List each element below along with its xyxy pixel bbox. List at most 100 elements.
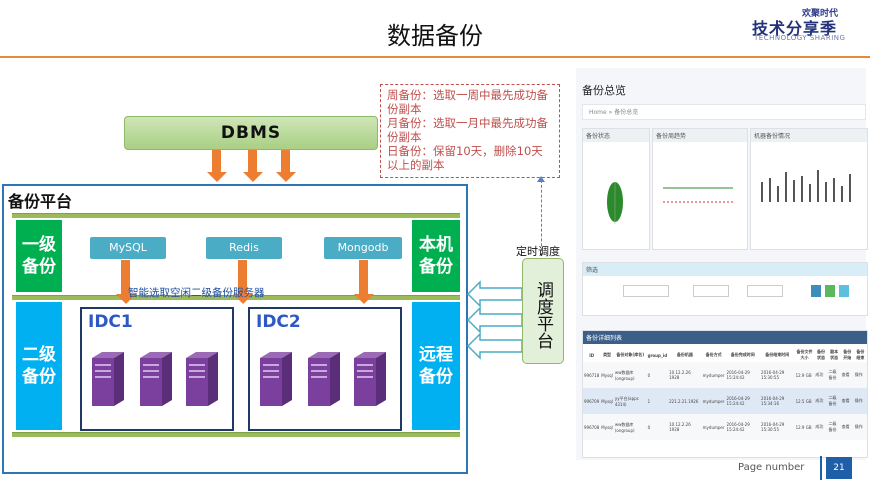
add-button[interactable] [825, 285, 835, 297]
service-redis: Redis [206, 237, 282, 259]
server-icon [186, 352, 218, 406]
server-icon [140, 352, 172, 406]
logo-small-text: 欢聚时代 [802, 9, 839, 19]
cell: 二级备份 [828, 421, 837, 432]
page-number: 21 [826, 457, 852, 479]
cell[interactable]: 查看 [841, 398, 850, 403]
cell: 2016-04-29 15:24:42 [726, 396, 750, 406]
slide-title: 数据备份 [387, 22, 483, 50]
export-button[interactable] [839, 285, 849, 297]
header-divider [0, 56, 870, 58]
cell: 0 [647, 372, 651, 378]
cell: mydumper [702, 372, 725, 378]
backup-table: ID 类型 备份对象(库名) group_id 备份机器 备份方式 备份完成时间… [583, 348, 867, 440]
logo-en-text: TECHNOLOGY SHARING [754, 34, 846, 42]
cell: yy平台(apps 4314) [614, 395, 639, 407]
smart-select-label: 智能选取空闲二级备份服务器 [128, 287, 265, 299]
cell: 成功 [815, 398, 824, 403]
col-target: 备份对象(库名) [616, 352, 645, 357]
note-monthly: 月备份：选取一月中最先成功备份副本 [387, 116, 548, 144]
retention-note: 周备份：选取一周中最先成功备份副本 月备份：选取一月中最先成功备份副本 日备份：… [380, 84, 560, 178]
cell: Mysql [601, 372, 613, 378]
cell: 2016-04-29 15:24:42 [726, 422, 750, 432]
tier1-right-box: 本机备份 [412, 220, 460, 292]
platform-title: 备份平台 [8, 192, 73, 211]
tier2-bottom-rail [12, 432, 460, 437]
idc1-title: IDC1 [88, 312, 133, 332]
cell[interactable]: 操作 [854, 424, 863, 429]
col-copy: 副本状态 [830, 349, 839, 360]
cell: mydumper [702, 424, 725, 430]
redis-arrow [233, 260, 253, 306]
breadcrumb: Home » 备份总览 [582, 104, 866, 120]
service-mongodb: Mongodb [324, 237, 402, 259]
status-pie [607, 182, 623, 224]
cell: mydumper [702, 398, 725, 404]
cell[interactable]: 查看 [841, 424, 850, 429]
cell: 12.9 GB [795, 424, 812, 430]
breadcrumb-home[interactable]: Home [589, 109, 607, 116]
cell: 1 [647, 398, 651, 404]
tier2-right-box: 远程备份 [412, 302, 460, 430]
panel-trend-title: 备份周趋势 [653, 129, 747, 142]
cell: 成功 [815, 372, 824, 377]
cell: 10.12.2.26 1928 [669, 422, 691, 432]
cell: Mysql [601, 424, 613, 430]
service-mysql: MySQL [90, 237, 166, 259]
filter-select-2[interactable] [693, 285, 729, 297]
cell: 2016-04-29 15:24:42 [726, 370, 750, 380]
backup-list-panel: 备份详细列表 ID 类型 备份对象(库名) group_id 备份机器 备份方式… [582, 330, 868, 458]
col-end-time: 备份结束时间 [765, 352, 790, 357]
dbms-arrow-3 [276, 150, 296, 182]
filter-select-1[interactable] [623, 285, 669, 297]
panel-machine-title: 机器备份情况 [751, 129, 867, 142]
server-icon [354, 352, 386, 406]
idc2-title: IDC2 [256, 312, 301, 332]
cell[interactable]: 查看 [841, 372, 850, 377]
mongodb-arrow [354, 260, 374, 306]
dbms-box: DBMS [124, 116, 378, 150]
mysql-arrow [116, 260, 136, 306]
search-panel: 筛选 [582, 262, 868, 316]
breadcrumb-current[interactable]: 备份总览 [614, 109, 639, 116]
server-icon [260, 352, 292, 406]
panel-weekly-trend: 备份周趋势 [652, 128, 748, 250]
dbms-arrow-2 [243, 150, 263, 182]
cell: ww数据库(ongroup) [614, 369, 635, 381]
schedule-label: 定时调度 [516, 245, 560, 258]
col-machine: 备份机器 [676, 352, 693, 357]
search-button[interactable] [811, 285, 821, 297]
tier1-left-box: 一级备份 [16, 220, 62, 292]
backup-platform-frame [2, 184, 468, 474]
cell[interactable]: 操作 [854, 372, 863, 377]
filter-select-3[interactable] [747, 285, 783, 297]
cell[interactable]: 操作 [854, 398, 863, 403]
col-method: 备份方式 [705, 352, 722, 357]
server-icon [92, 352, 124, 406]
brand-logo: 欢聚时代 技术分享季 TECHNOLOGY SHARING [746, 6, 856, 46]
cell: ww数据库(ongroup) [614, 421, 635, 433]
schedule-dashed-line [541, 180, 542, 256]
note-weekly: 周备份：选取一周中最先成功备份副本 [387, 88, 548, 116]
cell: 2016-04-29 15:30:55 [761, 370, 785, 380]
cell: 996718 [584, 372, 600, 378]
cell: Mysql [601, 398, 613, 404]
cell: 二级备份 [828, 369, 837, 380]
search-section-title: 筛选 [583, 263, 867, 276]
cell: 0 [647, 424, 651, 430]
cell: 12.5 GB [795, 398, 812, 404]
cell: 成功 [815, 424, 824, 429]
cell: 996709 [584, 398, 600, 404]
panel-status: 备份状态 [582, 128, 650, 250]
table-header-row: ID 类型 备份对象(库名) group_id 备份机器 备份方式 备份完成时间… [583, 348, 867, 362]
col-start: 备份开始 [843, 349, 852, 360]
scheduler-box: 调度平台 [522, 258, 564, 364]
machine-bar-chart [761, 170, 851, 202]
tier2-left-box: 二级备份 [16, 302, 62, 430]
col-id: ID [589, 352, 595, 358]
footer-divider [820, 456, 822, 480]
cell: 10.12.2.26 1928 [669, 370, 691, 380]
